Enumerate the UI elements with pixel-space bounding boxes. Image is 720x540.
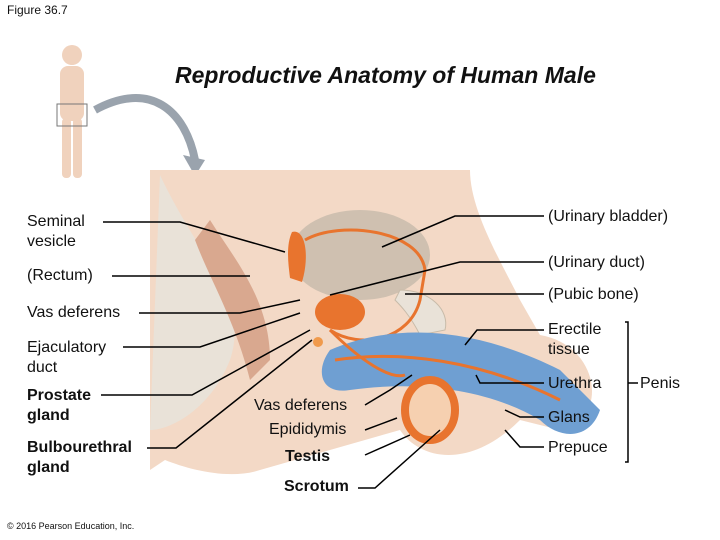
label-scrotum: Scrotum [284, 478, 349, 495]
leader-lines [101, 215, 638, 489]
pubic-bone-shape [394, 289, 447, 336]
prostate-shape [315, 294, 365, 330]
label-erectile-tissue: Erectile tissue [548, 321, 602, 358]
label-penis: Penis [640, 375, 681, 392]
bladder-shape [290, 210, 430, 300]
label-rectum: (Rectum) [27, 267, 93, 284]
label-urinary-bladder: (Urinary bladder) [548, 208, 669, 225]
label-pubic-bone: (Pubic bone) [548, 286, 639, 303]
label-ejaculatory-duct: Ejaculatory duct [27, 339, 107, 376]
rectum-shape [195, 220, 270, 380]
label-vas-deferens-left: Vas deferens [27, 304, 121, 321]
testis-shape [401, 376, 459, 444]
label-vas-deferens-bottom: Vas deferens [254, 397, 348, 414]
label-testis: Testis [285, 448, 331, 465]
bulbourethral-shape [313, 337, 323, 347]
label-urinary-duct: (Urinary duct) [548, 254, 645, 271]
vas-deferens-shape [328, 328, 406, 378]
copyright-notice: © 2016 Pearson Education, Inc. [7, 521, 135, 531]
label-urethra: Urethra [548, 375, 602, 392]
zoom-arrow [93, 94, 199, 161]
seminal-vesicle-shape [288, 231, 306, 282]
label-glans: Glans [548, 409, 590, 426]
pelvis-bone [150, 175, 235, 430]
label-bulbourethral-gland: Bulbourethral gland [27, 439, 132, 476]
page-title: Reproductive Anatomy of Human Male [175, 62, 596, 88]
label-prostate-gland: Prostate gland [27, 387, 92, 424]
body-section [150, 170, 593, 475]
label-seminal-vesicle: Seminal vesicle [27, 213, 85, 250]
label-epididymis: Epididymis [269, 421, 347, 438]
zoom-arrowhead [183, 155, 205, 176]
label-prepuce: Prepuce [548, 439, 608, 456]
body-silhouette-icon [56, 45, 88, 178]
figure-label: Figure 36.7 [7, 3, 68, 17]
